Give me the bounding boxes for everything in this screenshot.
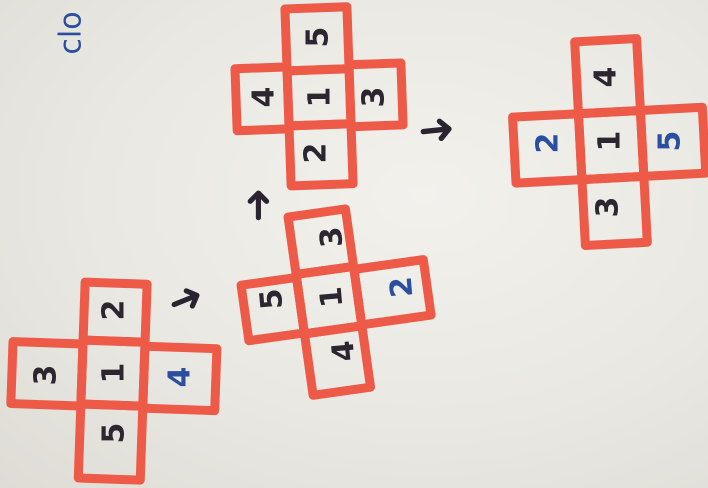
net-4-bottom-number: 3 — [590, 196, 626, 218]
net-4-left-number: 2 — [530, 132, 566, 154]
net-2-center-number: 1 — [313, 285, 351, 309]
net-2-right-number: 2 — [383, 275, 421, 299]
net-4-top-number: 4 — [588, 66, 624, 88]
net-1-center-number: 1 — [96, 362, 132, 384]
net-3-left-number: 4 — [246, 86, 282, 108]
cross-net-4 — [508, 34, 708, 251]
net-3-top-number: 5 — [300, 26, 336, 48]
net-2-top-number: 3 — [313, 225, 351, 249]
net-3-bottom-number: 2 — [298, 142, 334, 164]
net-2-bottom-number: 4 — [325, 339, 363, 363]
net-1-top-number: 2 — [96, 299, 132, 321]
arrow-right-icon: ➜ — [415, 102, 458, 157]
net-1-bottom-number: 5 — [96, 422, 132, 444]
arrow-up-icon: ➜ — [232, 187, 282, 223]
net-2-left-number: 5 — [253, 287, 291, 311]
net-3-right-number: 3 — [356, 86, 392, 108]
cross-net-2 — [236, 204, 436, 400]
cross-net-1 — [6, 277, 222, 485]
cross-net-3 — [230, 2, 408, 191]
net-1-left-number: 3 — [28, 364, 64, 386]
net-3-center-number: 1 — [302, 86, 338, 108]
note-text: clo — [53, 11, 89, 55]
net-4-center-number: 1 — [592, 130, 628, 152]
net-1-right-number: 4 — [162, 366, 198, 388]
net-4-right-number: 5 — [652, 130, 688, 152]
